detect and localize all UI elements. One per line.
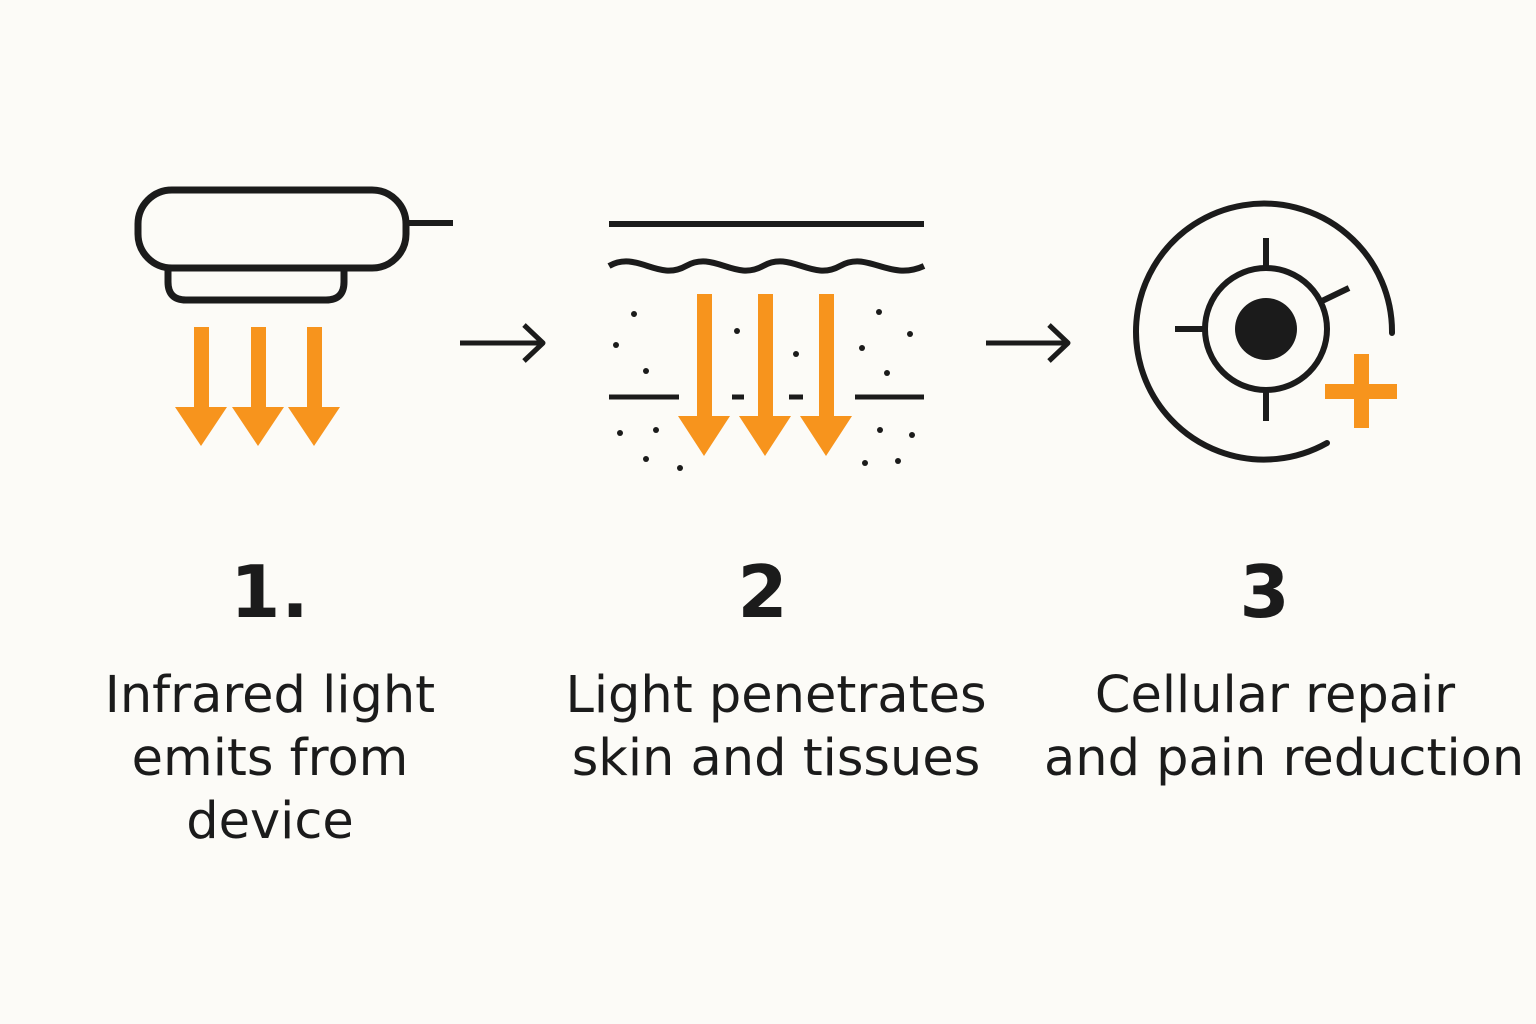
plus-icon bbox=[1325, 354, 1397, 428]
step-label: Light penetrates skin and tissues bbox=[556, 664, 996, 790]
device-body bbox=[134, 186, 410, 272]
cell-nucleus bbox=[1235, 298, 1297, 360]
step-number: 3 bbox=[1239, 550, 1291, 634]
light-arrow-down-icon bbox=[678, 294, 730, 456]
device-emitter bbox=[164, 268, 348, 304]
infrared-device-icon bbox=[134, 186, 453, 446]
step-3: 3 Cellular repair and pain reduction bbox=[1044, 550, 1525, 790]
light-arrow-down-icon bbox=[800, 294, 852, 456]
step-2: 2 Light penetrates skin and tissues bbox=[556, 556, 996, 790]
skin-wave-line bbox=[607, 258, 926, 274]
skin-penetration-icon bbox=[607, 221, 926, 471]
penetrating-light bbox=[678, 294, 852, 456]
light-arrow-down-icon bbox=[175, 327, 227, 446]
step-number: 2 bbox=[737, 550, 789, 634]
light-arrow-down-icon bbox=[232, 327, 284, 446]
step-1: 1. Infrared light emits from device bbox=[70, 556, 470, 853]
arrow-right-icon bbox=[986, 323, 1071, 363]
step-label-line: Cellular repair bbox=[1094, 666, 1456, 725]
light-arrow-down-icon bbox=[739, 294, 791, 456]
cell-repair-icon bbox=[1133, 200, 1397, 463]
step-label-line: Light penetrates bbox=[565, 666, 987, 725]
light-arrow-down-icon bbox=[288, 327, 340, 446]
light-arrows bbox=[175, 327, 340, 446]
tissue-dots bbox=[613, 309, 915, 471]
step-label-line: emits from bbox=[131, 729, 409, 788]
cell-outer-ring bbox=[1133, 200, 1396, 463]
step-label-line: Infrared light bbox=[104, 666, 436, 725]
step-label-line: device bbox=[186, 792, 354, 851]
step-label-line: and pain reduction bbox=[1044, 729, 1525, 788]
step-label-line: skin and tissues bbox=[571, 729, 981, 788]
cell-rays bbox=[1175, 238, 1351, 421]
step-label: Cellular repair and pain reduction bbox=[1044, 664, 1525, 790]
step-number: 1. bbox=[230, 550, 310, 634]
arrow-right-icon bbox=[460, 323, 546, 363]
step-label: Infrared light emits from device bbox=[70, 664, 470, 853]
